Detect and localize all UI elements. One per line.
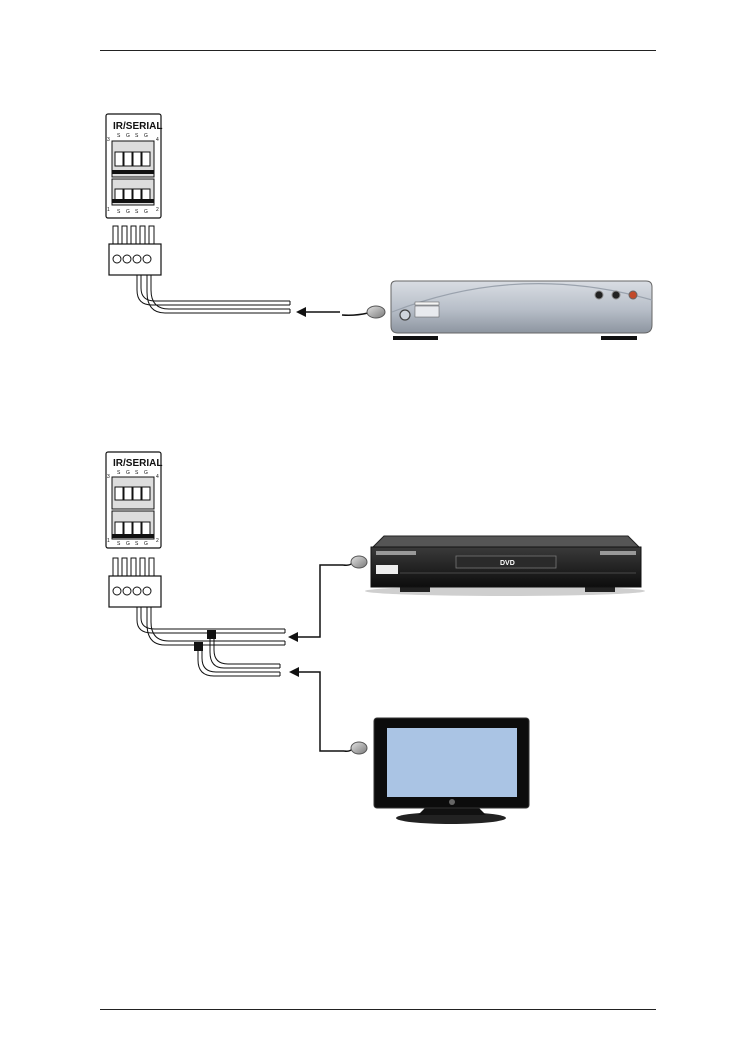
corner-label: 4 [156,137,159,143]
diagram-2: IR/SERIAL 3 4 1 2 S G S G S G S G [106,452,645,824]
ir-emitter-icon [344,742,367,754]
pin-label: G [144,470,148,476]
cable-splitter [207,630,216,639]
corner-label: 3 [107,137,110,143]
connector-label: IR/SERIAL [113,121,162,132]
pin-label: G [144,209,148,215]
set-top-box-icon [391,281,652,340]
connector-label: IR/SERIAL [113,458,162,469]
ir-serial-connector-2: IR/SERIAL 3 4 1 2 S G S G S G S G [106,452,162,548]
corner-label: 1 [107,207,110,213]
dvd-player-icon: DVD [365,536,645,596]
terminal-plug-1 [109,226,161,275]
arrow-left-icon [289,667,299,677]
pin-label: G [126,470,130,476]
arrow-to-tv [299,672,344,751]
corner-label: 1 [107,538,110,544]
pin-label: G [144,133,148,139]
corner-label: 3 [107,474,110,480]
ir-serial-connector-1: IR/SERIAL 3 4 1 2 S G S G S G S G [106,114,162,218]
pin-label: G [126,133,130,139]
pin-label: G [144,541,148,547]
pin-label: G [126,209,130,215]
tv-icon [374,718,529,824]
corner-label: 2 [156,207,159,213]
arrow-left-icon [296,307,340,317]
ir-emitter-icon [342,306,385,318]
cable-splitter [194,642,203,651]
ir-cable-2 [137,607,285,676]
arrow-left-icon [288,632,298,642]
ir-cable-1 [137,275,290,313]
pin-label: G [126,541,130,547]
dvd-display-text: DVD [500,560,515,567]
terminal-plug-2 [109,558,161,607]
corner-label: 4 [156,474,159,480]
ir-emitter-icon [343,556,367,568]
arrow-to-dvd [297,565,343,637]
corner-label: 2 [156,538,159,544]
diagram-1: IR/SERIAL 3 4 1 2 S G S G S G S G [106,114,652,340]
